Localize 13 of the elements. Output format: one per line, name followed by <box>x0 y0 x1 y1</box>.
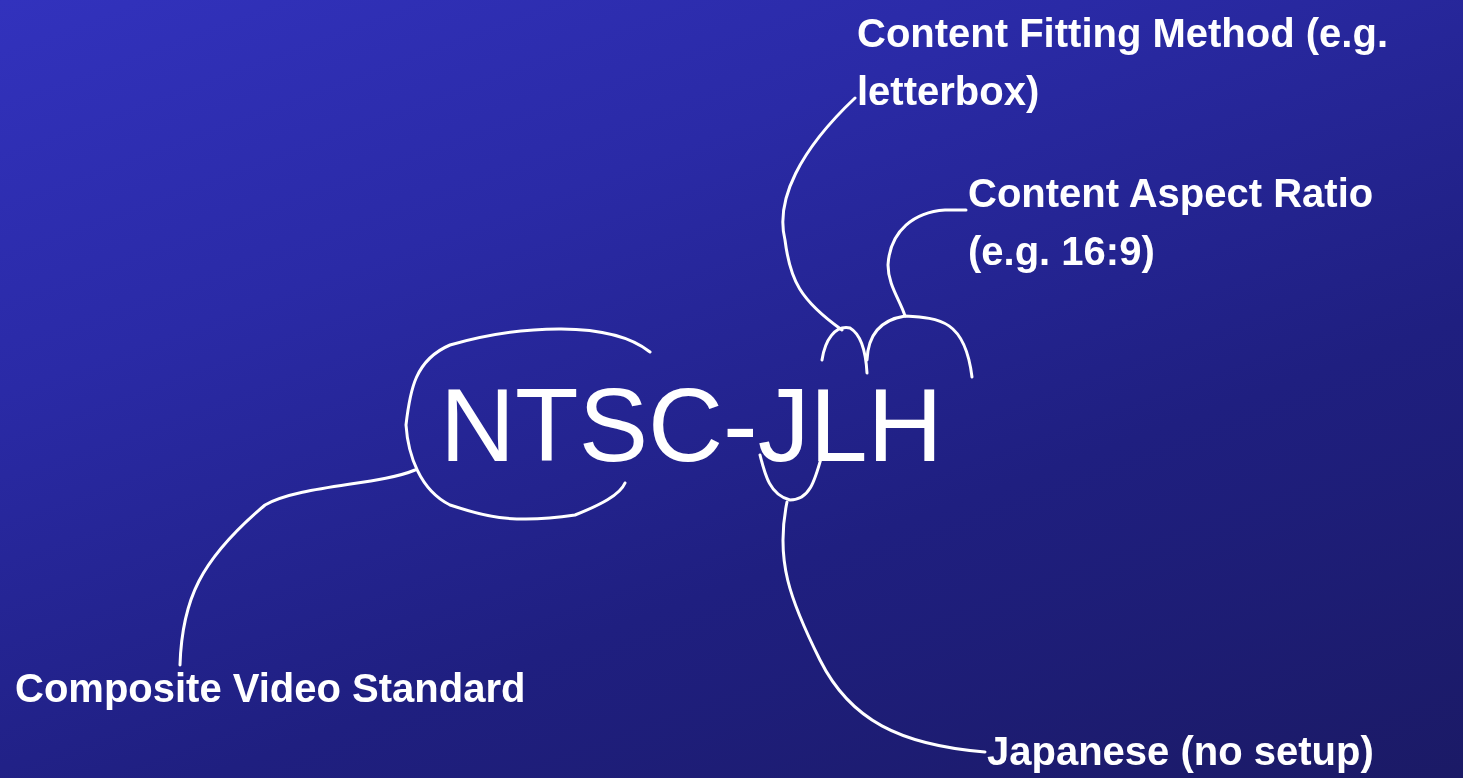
leader-line <box>781 96 857 332</box>
code-letter: H <box>867 373 943 477</box>
leader-line <box>886 208 968 318</box>
callout-label: Japanese (no setup) <box>987 722 1457 778</box>
code-letters: NTSC <box>440 373 724 477</box>
leader-line <box>781 500 987 754</box>
callout-label: Content Aspect Ratio (e.g. 16:9) <box>968 164 1458 280</box>
leader-line <box>178 468 417 667</box>
callout-label: Composite Video Standard <box>15 659 655 717</box>
hyphen: - <box>723 373 758 477</box>
code-letter: J <box>757 373 810 477</box>
callout-label: Content Fitting Method (e.g. letterbox) <box>857 4 1397 120</box>
code-letter: L <box>809 373 868 477</box>
